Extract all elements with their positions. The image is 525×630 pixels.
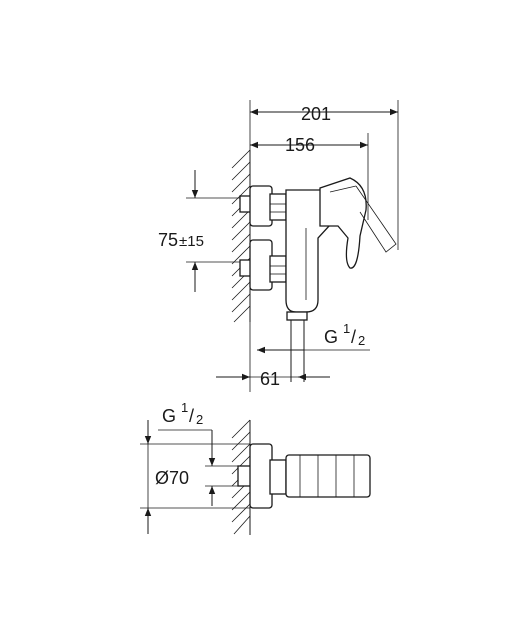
diameter-label: Ø70 (155, 468, 189, 488)
lower-connection (239, 239, 287, 291)
thread-bottom-num: 1 (181, 400, 188, 415)
thread-bottom-den: 2 (196, 412, 203, 427)
dimension-spout-length: 156 (250, 135, 368, 155)
upper-connection (239, 185, 287, 227)
dimension-center-distance: 75±15 (158, 170, 204, 292)
thread-bottom-base: G (162, 406, 176, 426)
bottom-view: G 1 / 2 Ø70 (140, 400, 371, 535)
thread-top-num: 1 (343, 321, 350, 336)
dimension-diameter: Ø70 (144, 420, 196, 534)
svg-text:/: / (189, 406, 194, 426)
plan-mixer (237, 443, 371, 509)
dimension-overall-length: 201 (250, 104, 398, 124)
spout-length-label: 156 (285, 135, 315, 155)
extension-lines-bottom (140, 443, 250, 509)
outlet-pipe (286, 311, 308, 382)
overall-length-label: 201 (301, 104, 331, 124)
thread-top-base: G (324, 327, 338, 347)
wall-offset-label: 61 (260, 369, 280, 389)
wall-hatching-top (231, 149, 251, 323)
dimension-wall-offset: 61 (216, 369, 330, 389)
thread-top-den: 2 (358, 333, 365, 348)
center-distance-label: 75±15 (158, 230, 204, 250)
thread-label-top: G 1 / 2 (257, 321, 370, 354)
mixer-body (285, 177, 397, 313)
svg-text:/: / (351, 327, 356, 347)
top-view: 201 156 75±15 G 1 / 2 61 (158, 100, 399, 392)
thread-label-bottom: G 1 / 2 (158, 400, 216, 506)
